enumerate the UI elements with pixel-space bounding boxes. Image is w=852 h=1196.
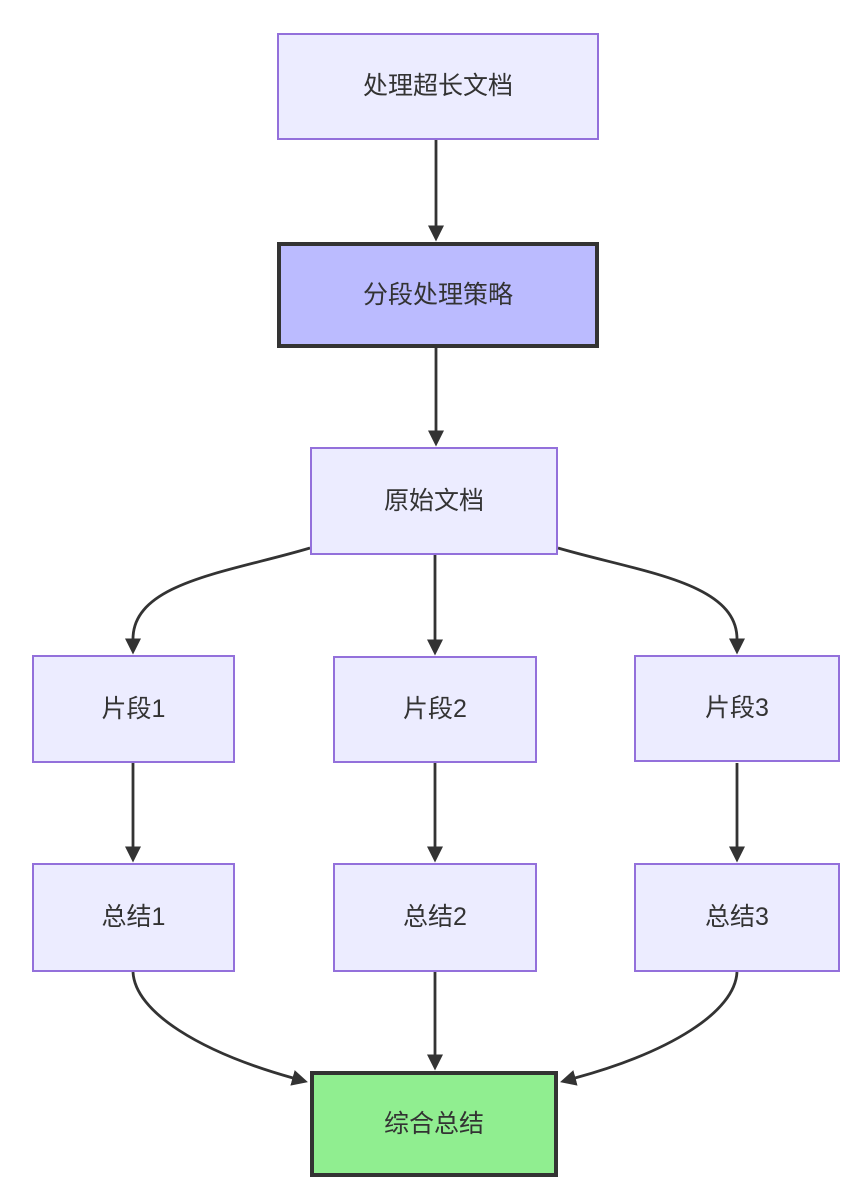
node-label: 分段处理策略 [362, 280, 513, 309]
edge-e3-f [560, 971, 739, 1086]
node-label: 综合总结 [383, 1109, 484, 1138]
node-label: 总结1 [101, 903, 166, 931]
node-label: 总结2 [403, 903, 467, 931]
node-summary-2: 总结2 [333, 863, 537, 972]
edge-e1-f [131, 971, 308, 1086]
edge-c-d1 [125, 546, 311, 655]
node-summary-1: 总结1 [32, 863, 235, 972]
node-label: 片段1 [101, 694, 166, 723]
node-label: 片段2 [403, 695, 467, 723]
node-label: 原始文档 [383, 486, 484, 515]
node-fragment-1: 片段1 [32, 655, 235, 763]
node-label: 片段3 [705, 694, 769, 722]
node-original-document: 原始文档 [310, 447, 558, 555]
node-label: 总结3 [705, 903, 769, 931]
edge-c-d3 [557, 546, 745, 655]
node-combined-summary: 综合总结 [310, 1071, 558, 1177]
node-label: 处理超长文档 [362, 72, 513, 100]
node-process-long-document: 处理超长文档 [277, 33, 599, 140]
node-segmentation-strategy: 分段处理策略 [277, 242, 599, 348]
node-fragment-2: 片段2 [333, 656, 537, 763]
node-fragment-3: 片段3 [634, 655, 840, 762]
node-summary-3: 总结3 [634, 863, 840, 972]
